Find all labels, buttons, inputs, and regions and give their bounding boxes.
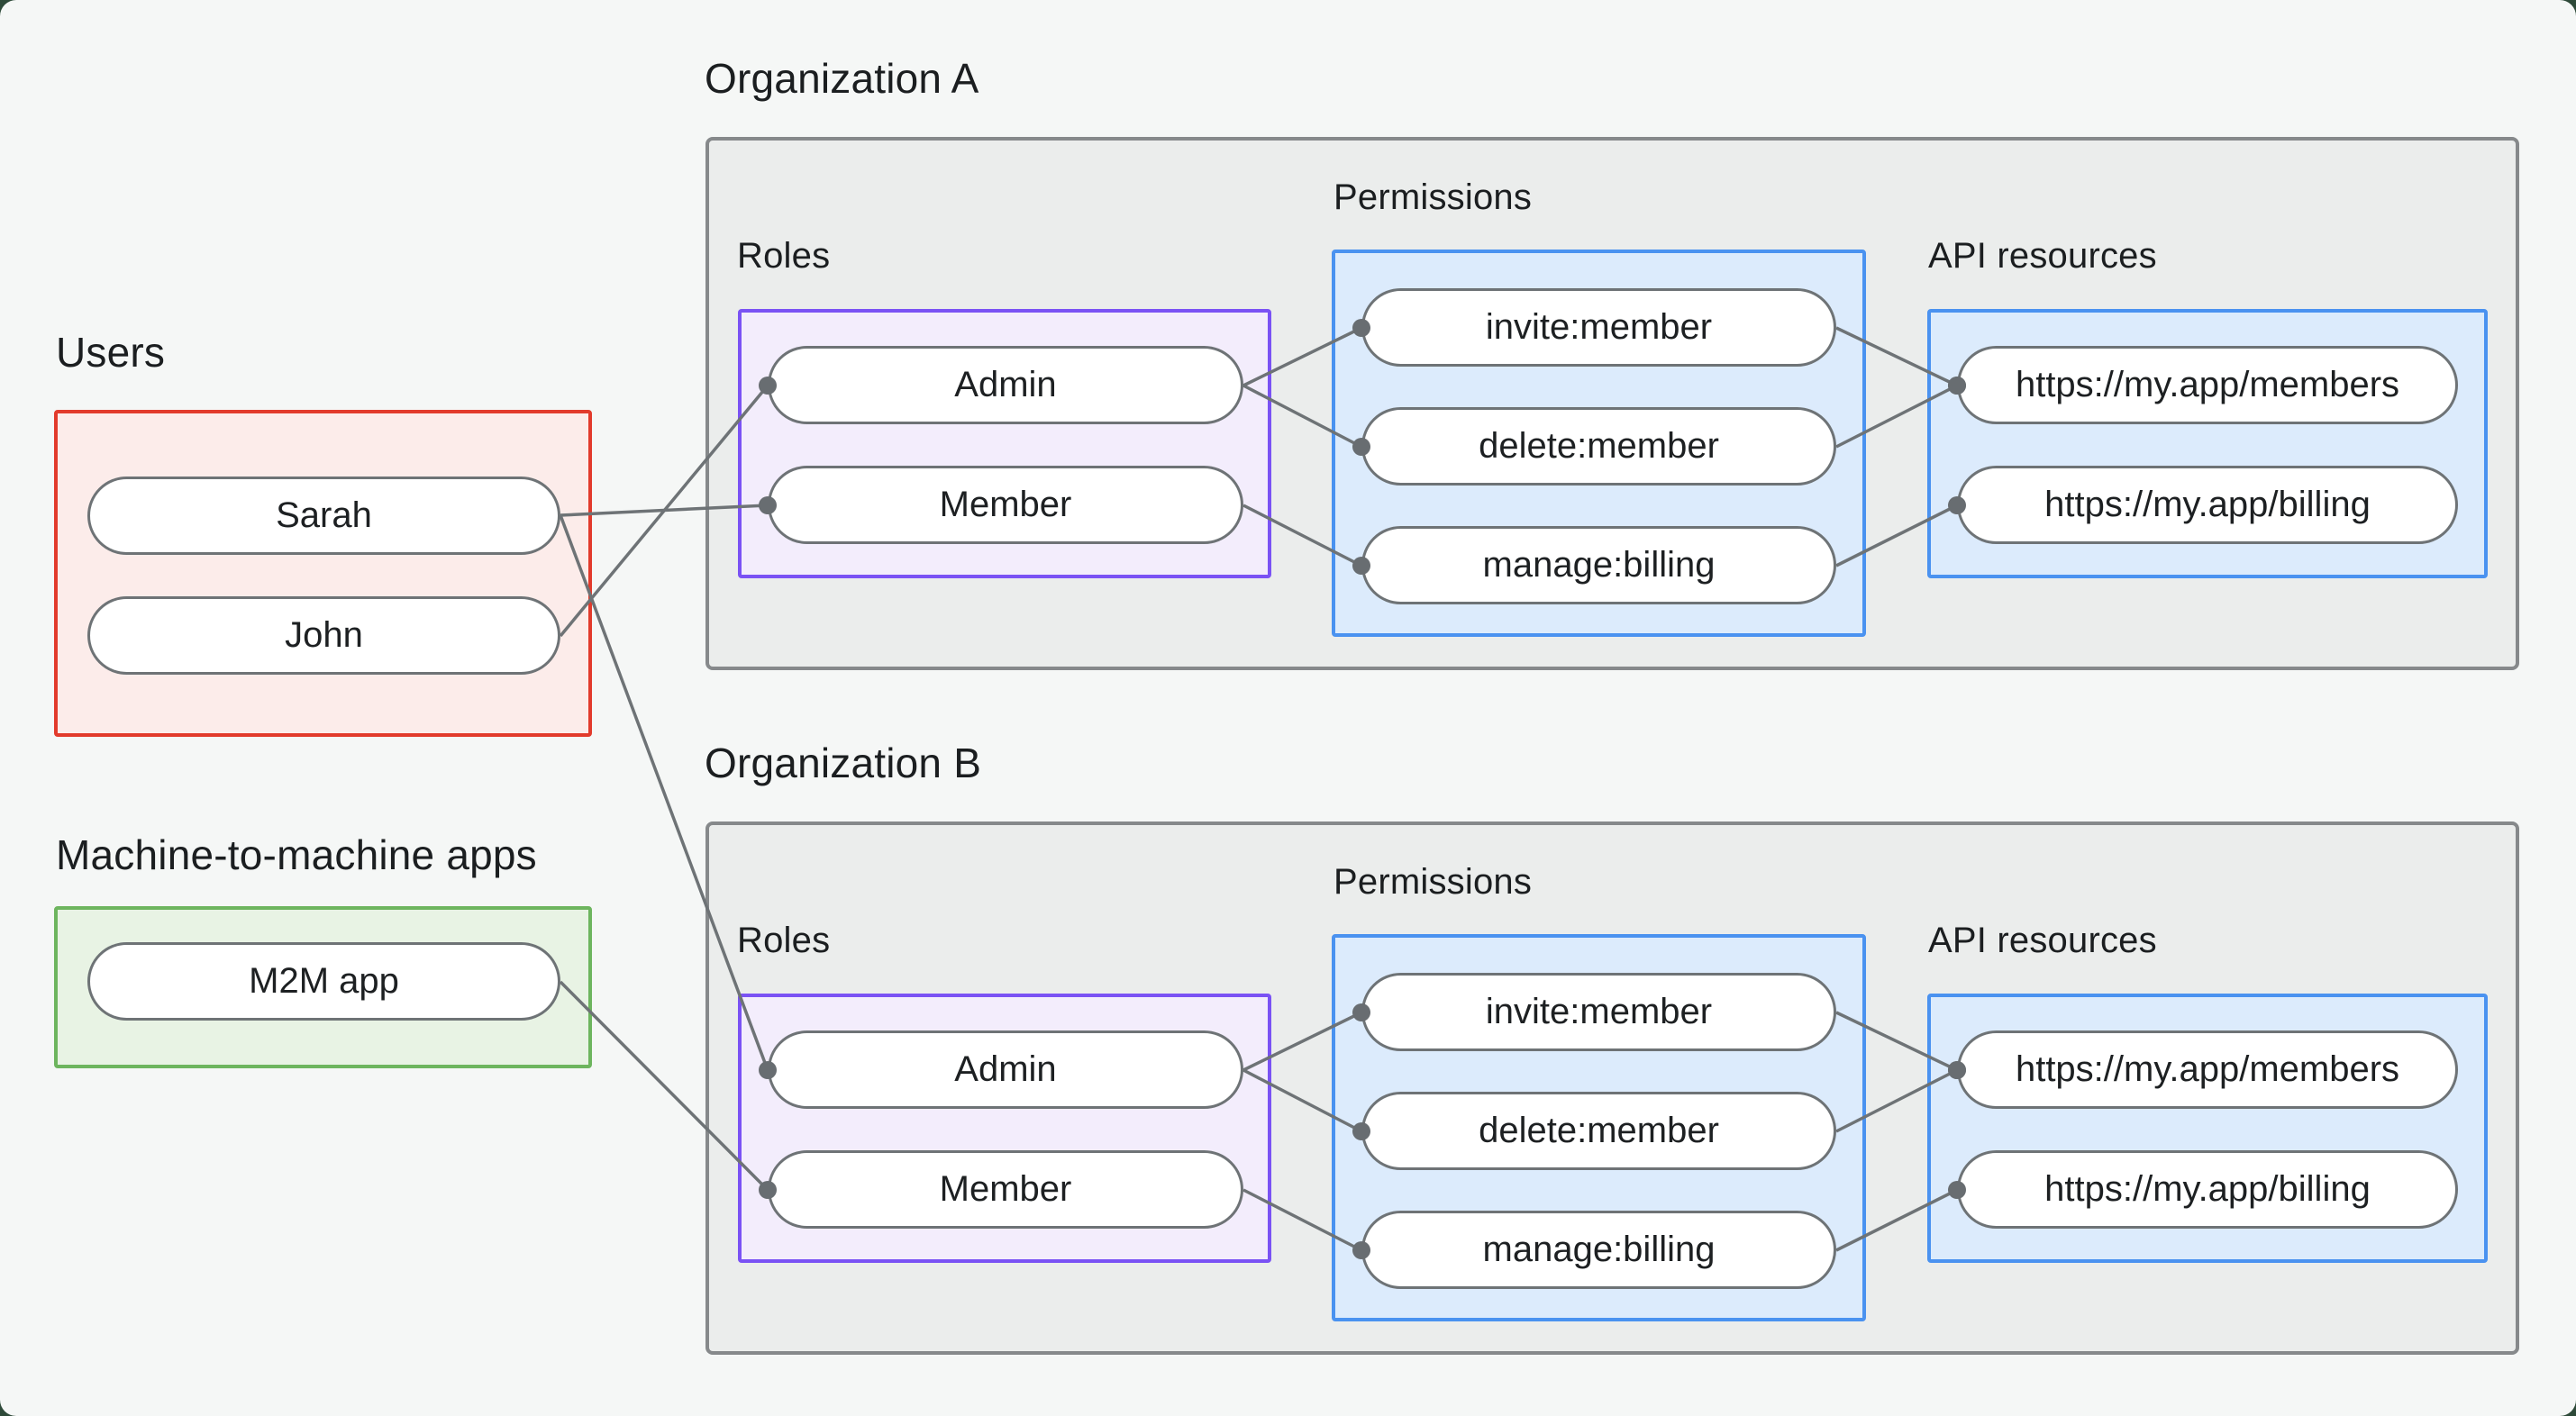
org-b-permissions-label: Permissions: [1334, 862, 1533, 902]
node-org-b-api-members: https://my.app/members: [1957, 1030, 2458, 1109]
users-group-box: [54, 410, 592, 737]
node-org-a-api-members: https://my.app/members: [1957, 346, 2458, 424]
node-org-b-member: Member: [768, 1150, 1243, 1229]
node-user-john: John: [87, 596, 560, 675]
node-org-a-perm-invite: invite:member: [1361, 288, 1836, 367]
org-a-permissions-label: Permissions: [1334, 177, 1533, 217]
node-org-a-perm-manage: manage:billing: [1361, 526, 1836, 604]
node-org-b-perm-manage: manage:billing: [1361, 1211, 1836, 1289]
node-user-sarah: Sarah: [87, 477, 560, 555]
org-a-api-label: API resources: [1928, 236, 2157, 276]
org-a-roles-label: Roles: [737, 236, 831, 276]
node-org-b-perm-delete: delete:member: [1361, 1092, 1836, 1170]
node-m2m-app: M2M app: [87, 942, 560, 1021]
org-b-roles-label: Roles: [737, 921, 831, 960]
org-b-api-label: API resources: [1928, 921, 2157, 960]
org-a-title: Organization A: [705, 55, 979, 102]
node-org-b-api-billing: https://my.app/billing: [1957, 1150, 2458, 1229]
node-org-a-api-billing: https://my.app/billing: [1957, 466, 2458, 544]
node-org-a-admin: Admin: [768, 346, 1243, 424]
node-org-a-member: Member: [768, 466, 1243, 544]
org-b-title: Organization B: [705, 740, 982, 786]
users-section-label: Users: [56, 329, 166, 376]
node-org-a-perm-delete: delete:member: [1361, 407, 1836, 486]
node-org-b-perm-invite: invite:member: [1361, 973, 1836, 1051]
node-org-b-admin: Admin: [768, 1030, 1243, 1109]
m2m-section-label: Machine-to-machine apps: [56, 831, 537, 878]
